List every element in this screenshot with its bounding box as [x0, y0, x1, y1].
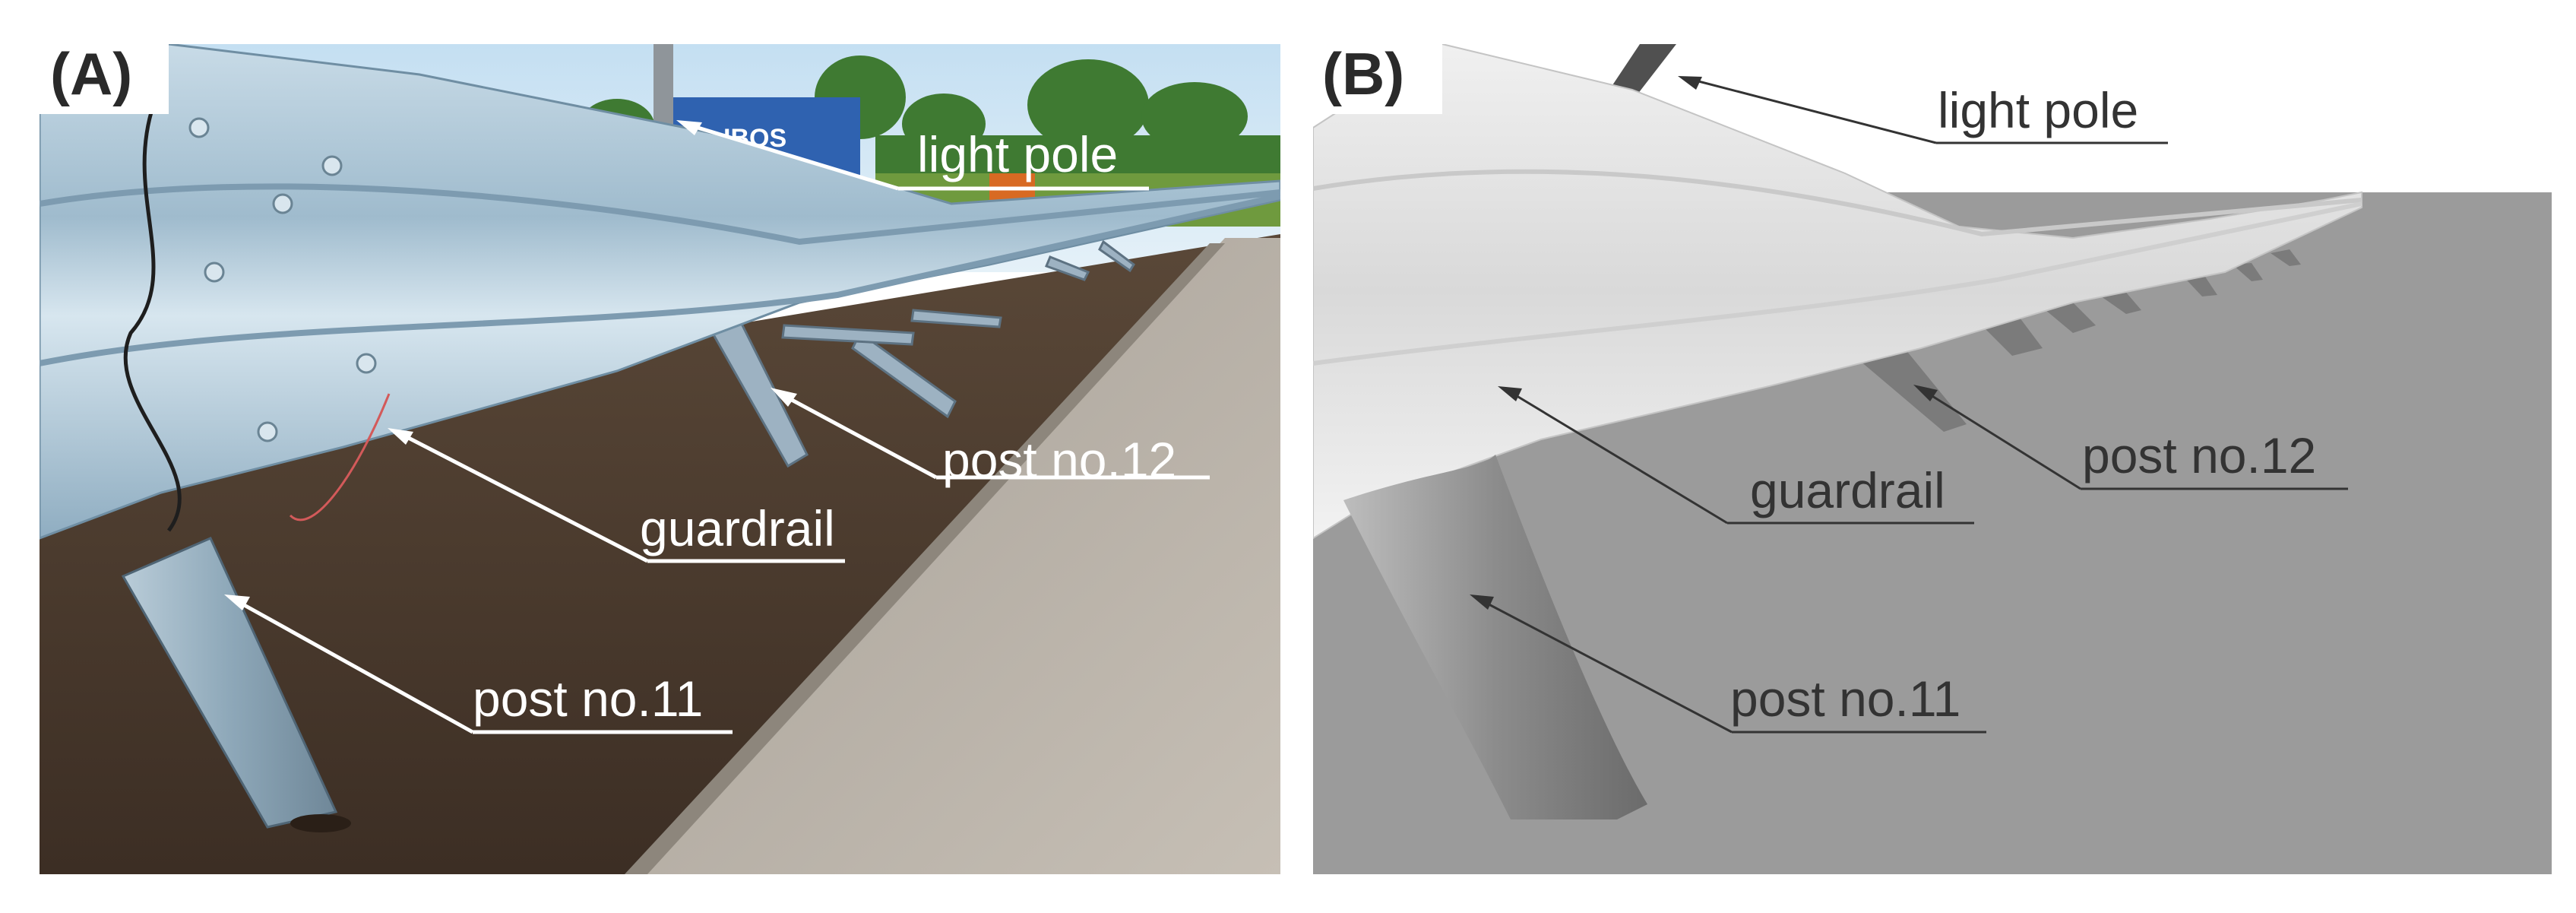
- callout-arrowheads-a: [224, 120, 797, 610]
- curb-edge: [625, 243, 1225, 874]
- callout-arrowheads-b: [1470, 76, 1938, 610]
- callout-a-post-12: post no.12: [942, 432, 1177, 488]
- rail-bolts: [188, 117, 377, 442]
- crash-test-photo: IBOS: [40, 44, 1280, 874]
- label-b-box: [1313, 44, 1442, 114]
- sim-post-11: [1343, 455, 1647, 819]
- callout-a-guardrail: guardrail: [640, 500, 835, 556]
- callout-a-light-pole: light pole: [917, 126, 1119, 182]
- callout-b-post-12: post no.12: [2082, 427, 2317, 483]
- callout-lines-b: [1478, 77, 2348, 734]
- sim-light-pole: [1609, 44, 1676, 101]
- deformed-posts: [706, 239, 1136, 468]
- post-11: [121, 537, 338, 829]
- photo-panel: IBOS: [40, 44, 1280, 874]
- callout-a-post-11: post no.11: [473, 670, 704, 727]
- simulation-panel: [1313, 44, 2552, 874]
- panel-label-a: (A): [50, 40, 133, 107]
- callout-b-post-11: post no.11: [1730, 670, 1961, 727]
- callout-lines-a: [232, 122, 1210, 734]
- panel-label-b: (B): [1322, 40, 1405, 107]
- guardrail-beam: [40, 44, 1280, 540]
- callout-b-guardrail: guardrail: [1750, 462, 1945, 518]
- label-a-box: [40, 44, 169, 114]
- simulation-render: [1313, 44, 2552, 874]
- concrete-road: [632, 238, 1280, 874]
- callout-b-light-pole: light pole: [1938, 82, 2139, 138]
